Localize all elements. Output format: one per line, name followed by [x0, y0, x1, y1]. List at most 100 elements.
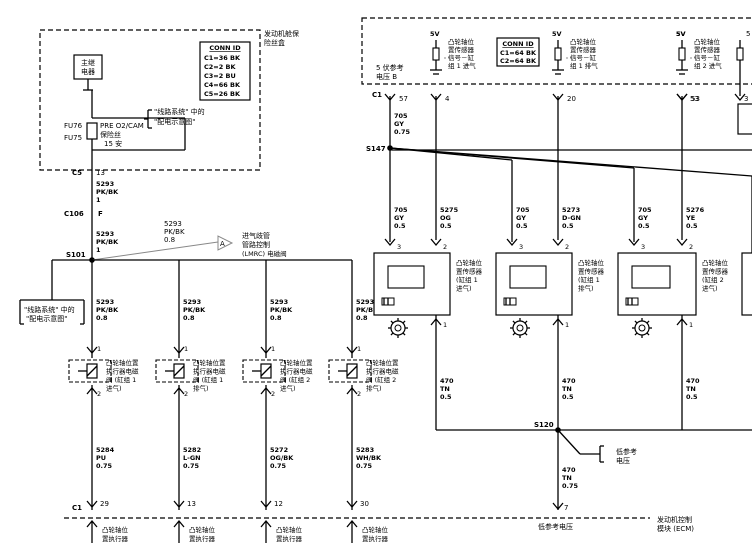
fu75-label: FU75 [64, 134, 82, 142]
signal-2-label-2: 置传感器 [570, 45, 597, 54]
actuator-4-label-2: 执行器电磁 [366, 367, 399, 376]
low-wire-1-size: 0.5 [440, 393, 452, 401]
actuator-2-out-size: 0.75 [183, 462, 200, 470]
sensor-3-label-4: 进气) [702, 284, 718, 293]
low-wire-1-num: 470 [440, 377, 454, 385]
s120-wire-color: TN [562, 474, 572, 482]
fuse-name-label: PRE O2/CAM [100, 122, 144, 130]
ref-wire-2-num: 705 [516, 206, 530, 214]
feed-wire-2-num: 5293 [96, 230, 114, 238]
ecm-top-pin-5: 53 [690, 95, 699, 103]
ref5v-label-2: 电压 B [376, 72, 397, 81]
main-relay-label-1: 主继 [81, 58, 95, 67]
actuator-2-label-2: 执行器电磁 [193, 367, 226, 376]
signal-1-label-3: 信号－缸 [448, 53, 475, 62]
fuse-box-title-1: 发动机舱保 [264, 29, 299, 38]
s120-wire-num: 470 [562, 466, 576, 474]
ecm-top-pin-2: 4 [445, 95, 450, 103]
ref-wire-0-size: 0.75 [394, 128, 411, 136]
fuse-conn-pin-4: C4=66 BK [204, 81, 241, 89]
actuator-2-label-4: 排气) [193, 384, 209, 393]
lmrc-label-3: (LMRC) 电磁阀 [242, 249, 287, 258]
sig-wire-2-num: 5273 [562, 206, 580, 214]
actuator-4-pin2: 2 [357, 390, 361, 398]
low-wire-3-size: 0.5 [686, 393, 698, 401]
actuator-2-pin2: 2 [184, 390, 188, 398]
sensor-3-label-2: 置传感器 [702, 267, 729, 276]
sig-wire-1-num: 5275 [440, 206, 459, 214]
feed-wire-1-color: PK/BK [96, 188, 119, 196]
main-relay-label-2: 电器 [81, 67, 95, 76]
sensor-1-label-3: (缸组 1 [456, 275, 478, 284]
edge-pin-5: 5 [746, 30, 750, 38]
signal-3-label-4: 组 2 进气 [694, 61, 722, 70]
fuse-box-outline [39, 29, 261, 171]
actuator-3-c1-pin: 12 [274, 500, 283, 508]
sensor-2-gear-icon [510, 318, 530, 338]
edge-box [737, 103, 752, 135]
actuator-4-c1-pin: 30 [360, 500, 369, 508]
actuator-4-label-4: 排气) [366, 384, 382, 393]
actuator-3-label-1: 凸轮轴位置 [280, 358, 313, 367]
sig-wire-1-size: 0.5 [440, 222, 452, 230]
actuator-3-in-color: PK/BK [270, 306, 293, 314]
lmrc-branch: A 5293 PK/BK 0.8 进气歧管 管路控制 (LMRC) 电磁阀 [91, 220, 287, 261]
ecm-conn-id: CONN ID C1=64 BK C2=64 BK [496, 37, 540, 67]
sensor-3-pin-a: 3 [641, 243, 645, 251]
lmrc-label-1: 进气歧管 [242, 231, 270, 240]
ecm-low-ref-label: 低参考电压 [538, 522, 573, 531]
s101-label: S101 [66, 251, 86, 259]
actuator-3-label-2: 执行器电磁 [280, 367, 313, 376]
low-wire-3-num: 470 [686, 377, 700, 385]
actuator-4-pin1: 1 [357, 345, 361, 353]
low-wire-2-size: 0.5 [562, 393, 574, 401]
actuator-3-pin1: 1 [271, 345, 275, 353]
sensor-1-label-2: 置传感器 [456, 267, 483, 276]
ref-wire-2-size: 0.5 [516, 222, 528, 230]
low-ref-label-2: 电压 [616, 456, 630, 465]
actuator-2-label-3: 阀 (缸组 1 [193, 375, 223, 384]
actuator-3-in-size: 0.8 [270, 314, 282, 322]
signal-1-label-2: 置传感器 [448, 45, 475, 54]
feed-wire-1-num: 5293 [96, 180, 114, 188]
sensor-3-pin-b: 2 [689, 243, 693, 251]
actuator-1-pin2: 2 [97, 390, 101, 398]
low-wire-2-num: 470 [562, 377, 576, 385]
actuator-3-in-num: 5293 [270, 298, 288, 306]
fuse-conn-pin-5: C5=26 BK [204, 90, 241, 98]
lmrc-ref-letter: A [220, 240, 225, 248]
actuator-4-bottom-2: 置执行器 [362, 534, 389, 543]
actuator-2-in-num: 5293 [183, 298, 201, 306]
ref-wire-3-num: 705 [638, 206, 652, 214]
s101-ref-1: "线路系统" 中的 [24, 305, 75, 314]
low-ref-bracket: 低参考 电压 [557, 429, 637, 465]
actuator-2-bottom-1: 凸轮轴位 [189, 525, 216, 534]
s101-ref-bracket: "线路系统" 中的 "配电示意图" [19, 259, 92, 325]
v5-label-2: 5V [552, 30, 562, 38]
low-wire-3-color: TN [686, 385, 696, 393]
actuator-4-bottom-1: 凸轮轴位 [362, 525, 389, 534]
sensor-1-gear-icon [388, 318, 408, 338]
actuator-1-out-color: PU [96, 454, 106, 462]
ref-wire-0-num: 705 [394, 112, 408, 120]
sensor-3-label-3: (缸组 2 [702, 275, 724, 284]
actuator-2-out-color: L-GN [183, 454, 201, 462]
sensor-3-gear-icon [632, 318, 652, 338]
actuator-4-label-1: 凸轮轴位置 [366, 358, 399, 367]
fuse-conn-pin-1: C1=36 BK [204, 54, 241, 62]
actuator-1-label-1: 凸轮轴位置 [106, 358, 139, 367]
fuse-fu76: FU76 FU75 PRE O2/CAM 保险丝 15 安 [64, 90, 186, 151]
ecm-top-pin-4: 53 [691, 95, 700, 103]
ecm-top-pin-3: 20 [567, 95, 576, 103]
actuator-1-pin1: 1 [97, 345, 101, 353]
branch-wire-num: 5293 [164, 220, 182, 228]
signal-2-label-3: 信号－缸 [570, 53, 597, 62]
actuator-1-bottom-2: 置执行器 [102, 534, 129, 543]
actuator-1-in-color: PK/BK [96, 306, 119, 314]
v5-label-1: 5V [430, 30, 440, 38]
